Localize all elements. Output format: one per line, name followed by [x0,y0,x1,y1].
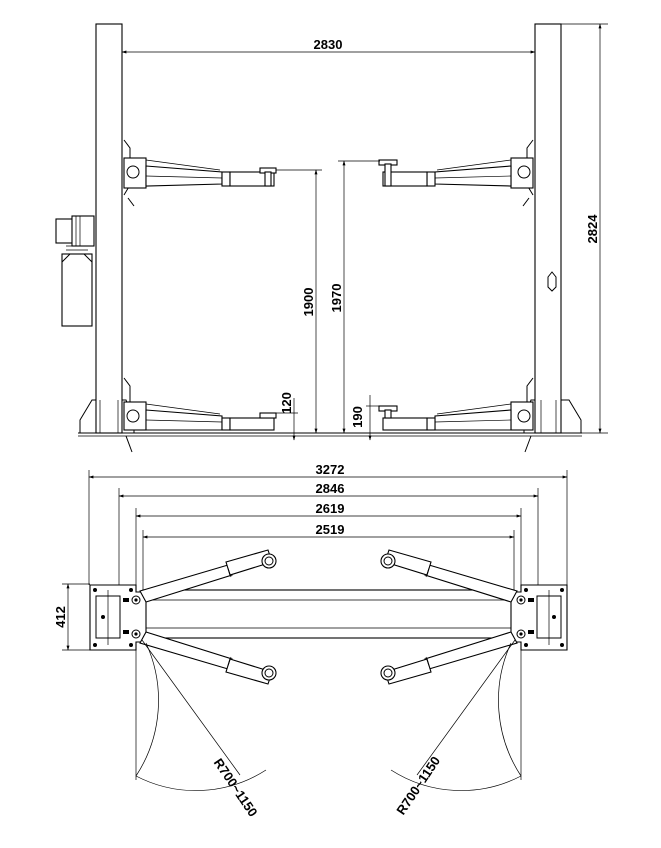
right-base-plate [510,584,568,651]
top-arm-upper-right [380,549,518,603]
top-view: 3272 2846 2619 2519 412 [53,462,568,820]
right-column [523,23,582,434]
dim-overall-width-label: 3272 [316,462,345,477]
left-base-plate [89,584,147,651]
dim-total-height-label: 2824 [585,214,600,244]
top-arm-lower-left [139,631,277,685]
dim-total-height: 2824 [561,23,608,434]
dim-inner-width-2: 2519 [142,522,515,539]
dim-lift-height-low: 1900 [276,169,322,434]
lower-right-arm [378,377,534,453]
dim-column-spacing: 2830 [121,37,536,54]
top-arm-lower-right [380,631,518,685]
dim-pad-height-right-label: 190 [350,406,365,428]
arm-reach-right-label: R700~1150 [393,754,443,818]
top-arm-upper-left [139,549,277,603]
dim-lift-height-low-label: 1900 [301,288,316,317]
dim-inner-width-1-label: 2619 [316,501,345,516]
lower-left-arm [123,377,277,453]
dim-pad-height-left-label: 120 [279,392,294,414]
dim-base-width: 2846 [118,481,539,498]
floor-plate [142,589,515,639]
dim-inner-width-1: 2619 [135,501,522,518]
dim-pad-height-left: 120 [276,392,298,441]
dim-lift-height-high: 1970 [329,160,380,434]
upper-left-arm [123,139,277,207]
dim-column-spacing-label: 2830 [314,37,343,52]
dim-base-width-label: 2846 [316,481,345,496]
upper-right-arm [378,139,534,207]
dim-inner-width-2-label: 2519 [316,522,345,537]
dim-overall-width: 3272 [88,462,568,479]
dim-pad-height-right: 190 [350,395,380,441]
lock-icon [547,271,557,292]
front-view: 2830 2824 1900 1970 120 [55,23,608,453]
power-unit [55,215,95,327]
dim-lift-height-high-label: 1970 [329,284,344,313]
dim-base-depth-label: 412 [53,606,68,628]
arm-reach-left-label: R700~1150 [211,756,261,820]
left-column [79,23,135,434]
dim-base-depth: 412 [53,583,90,651]
